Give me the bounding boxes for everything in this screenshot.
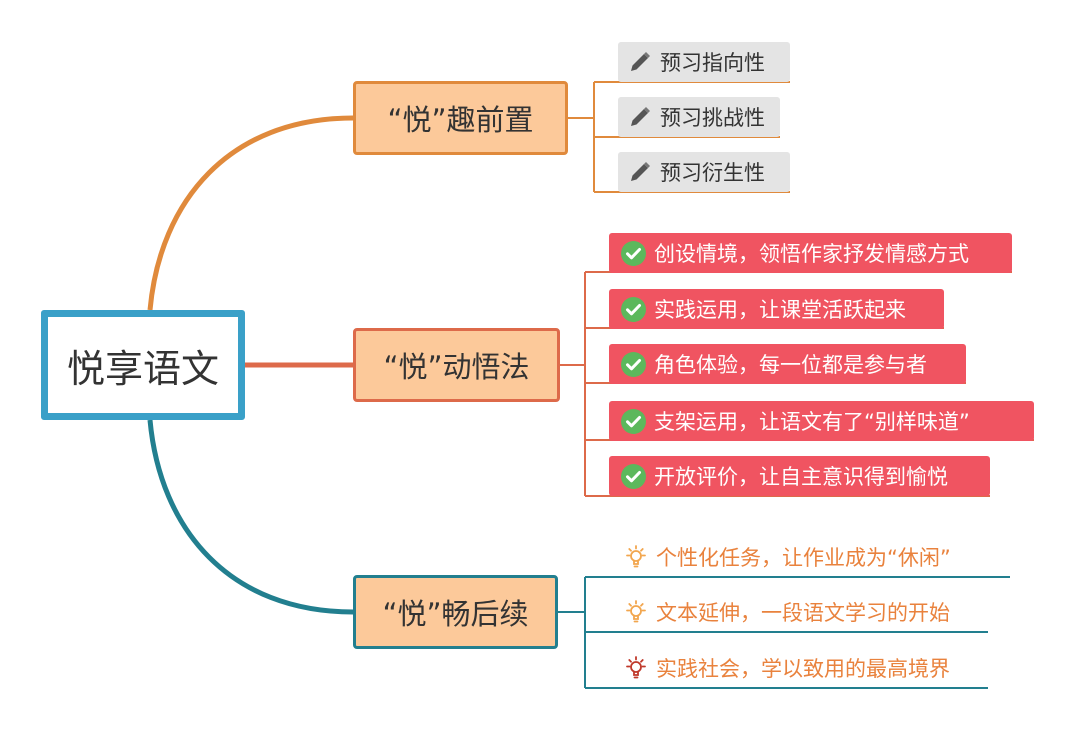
- root-to-branch-3-line: [147, 419, 354, 615]
- branch-node-1[interactable]: “悦”趣前置: [353, 81, 568, 155]
- root-node[interactable]: 悦享语文: [41, 310, 245, 420]
- branch-1-child-lines: [568, 81, 790, 193]
- branch-node-3[interactable]: “悦”畅后续: [353, 575, 558, 649]
- leaf-label: 文本延伸，一段语文学习的开始: [656, 601, 950, 625]
- pencil-icon: [628, 105, 652, 129]
- leaf-node[interactable]: 文本延伸，一段语文学习的开始: [610, 592, 988, 632]
- leaf-node[interactable]: 角色体验，每一位都是参与者: [609, 344, 966, 384]
- check-circle-icon: [621, 463, 646, 489]
- leaf-node[interactable]: 实践社会，学以致用的最高境界: [610, 648, 988, 688]
- leaf-label: 实践运用，让课堂活跃起来: [654, 298, 906, 322]
- leaf-label: 创设情境，领悟作家抒发情感方式: [654, 242, 969, 266]
- leaf-node[interactable]: 预习指向性: [618, 42, 790, 82]
- leaf-label: 支架运用，让语文有了“别样味道”: [654, 410, 970, 434]
- check-circle-icon: [621, 240, 646, 266]
- branch-node-2[interactable]: “悦”动悟法: [353, 328, 560, 402]
- leaf-node[interactable]: 个性化任务，让作业成为“休闲”: [610, 537, 1010, 577]
- leaf-node[interactable]: 预习衍生性: [618, 152, 790, 192]
- leaf-node[interactable]: 开放评价，让自主意识得到愉悦: [609, 456, 990, 496]
- leaf-label: 开放评价，让自主意识得到愉悦: [654, 465, 948, 489]
- pencil-icon: [628, 50, 652, 74]
- leaf-node[interactable]: 支架运用，让语文有了“别样味道”: [609, 401, 1034, 441]
- leaf-node[interactable]: 预习挑战性: [618, 97, 780, 137]
- pencil-icon: [628, 160, 652, 184]
- lightbulb-icon: [624, 544, 648, 570]
- leaf-label: 个性化任务，让作业成为“休闲”: [656, 546, 951, 570]
- lightbulb-icon: [624, 655, 648, 681]
- leaf-label: 实践社会，学以致用的最高境界: [656, 657, 950, 681]
- check-circle-icon: [621, 296, 646, 322]
- lightbulb-icon: [624, 599, 648, 625]
- leaf-label: 角色体验，每一位都是参与者: [654, 353, 927, 377]
- branch-3-child-lines: [558, 576, 1010, 689]
- leaf-node[interactable]: 创设情境，领悟作家抒发情感方式: [609, 233, 1012, 273]
- leaf-label: 预习指向性: [660, 51, 765, 75]
- root-to-branch-1-line: [147, 115, 354, 311]
- check-circle-icon: [621, 351, 646, 377]
- leaf-label: 预习挑战性: [660, 106, 765, 130]
- check-circle-icon: [621, 408, 646, 434]
- leaf-node[interactable]: 实践运用，让课堂活跃起来: [609, 289, 944, 329]
- leaf-label: 预习衍生性: [660, 161, 765, 185]
